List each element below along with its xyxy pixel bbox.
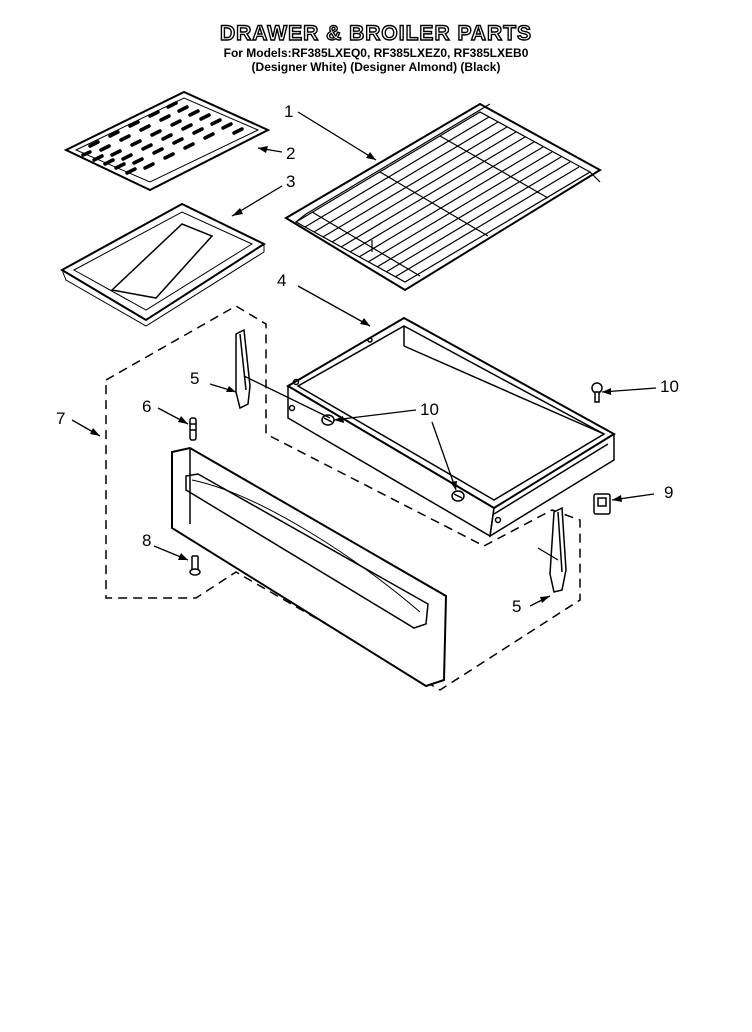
broiler-grid [63,90,271,192]
callout-2: 2 [286,144,295,163]
drawer-front-panel [171,446,448,688]
callout-5-right: 5 [512,597,521,616]
callout-10-left: 10 [420,400,439,419]
callout-9: 9 [664,483,673,502]
drawer-slide-right [549,506,567,593]
oven-rack [284,102,602,292]
callout-7: 7 [56,409,65,428]
drawer-body [286,316,616,538]
callout-8: 8 [142,531,151,550]
assembly-outline [105,305,581,691]
screw-part-10-right [591,382,603,403]
colors-line: (Designer White) (Designer Almond) (Blac… [251,60,501,74]
drawer-slide-left [235,328,251,410]
callout-3: 3 [286,172,295,191]
callout-6: 6 [142,397,151,416]
models-line: For Models:RF385LXEQ0, RF385LXEZ0, RF385… [223,46,529,60]
screw-part-10-middle [451,490,465,502]
bracket-part-9 [593,493,611,515]
broiler-pan [59,202,267,327]
leader-arrowheads [90,146,622,603]
callout-1: 1 [284,102,293,121]
page-title: DRAWER & BROILER PARTS [219,21,533,45]
broiler-grid-slots [81,101,244,175]
diagram-header: DRAWER & BROILER PARTS For Models:RF385L… [0,21,752,74]
screw-part-10-left [321,414,335,426]
callout-10-right: 10 [660,377,679,396]
screw-part-6 [189,417,197,441]
callout-5-left: 5 [190,369,199,388]
screw-part-8 [189,555,201,576]
callout-4: 4 [277,271,286,290]
